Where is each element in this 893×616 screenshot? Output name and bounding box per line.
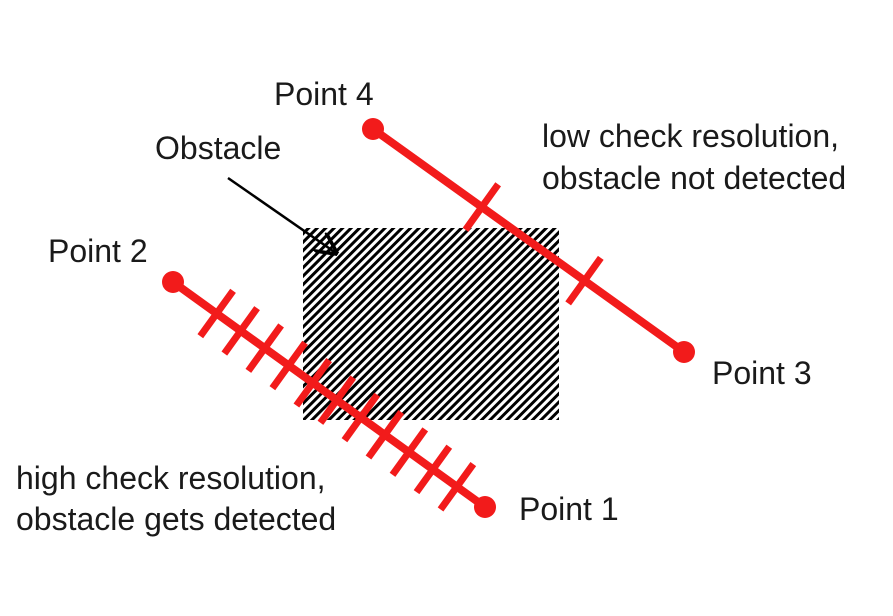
- high-resolution-path: [162, 271, 496, 518]
- point-2-label: Point 2: [48, 233, 148, 269]
- high-resolution-caption-line-2: obstacle gets detected: [16, 501, 336, 537]
- high-resolution-check-tick-10: [413, 444, 453, 495]
- high-resolution-check-tick-9: [389, 427, 429, 477]
- point-2-marker: [162, 271, 184, 293]
- high-resolution-check-tick-4: [269, 340, 308, 391]
- high-resolution-check-tick-5: [293, 358, 332, 408]
- point-1-label: Point 1: [519, 491, 619, 527]
- path-segment-4-3: [369, 125, 688, 356]
- obstacle-arrow: [227, 176, 336, 253]
- high-resolution-check-tick-1: [197, 288, 236, 339]
- high-resolution-check-tick-11: [437, 461, 477, 512]
- high-resolution-check-tick-3: [245, 323, 284, 373]
- high-resolution-check-tick-6: [317, 375, 357, 425]
- high-resolution-check-ticks: [197, 288, 477, 512]
- high-resolution-check-tick-7: [341, 392, 381, 443]
- point-4-marker: [362, 118, 384, 140]
- obstacle-label: Obstacle: [155, 130, 281, 166]
- low-resolution-check-tick-1: [462, 182, 502, 232]
- high-resolution-check-tick-8: [365, 410, 405, 460]
- low-resolution-check-ticks: [462, 182, 604, 306]
- high-resolution-caption-line-1: high check resolution,: [16, 460, 326, 496]
- high-resolution-check-tick-2: [221, 306, 260, 356]
- low-resolution-check-tick-2: [565, 255, 604, 306]
- point-1-marker: [474, 496, 496, 518]
- low-resolution-caption-line-1: low check resolution,: [542, 118, 839, 154]
- point-3-label: Point 3: [712, 355, 812, 391]
- low-resolution-path: [362, 118, 695, 363]
- point-3-marker: [673, 341, 695, 363]
- point-4-label: Point 4: [274, 76, 374, 112]
- low-resolution-caption-line-2: obstacle not detected: [542, 160, 846, 196]
